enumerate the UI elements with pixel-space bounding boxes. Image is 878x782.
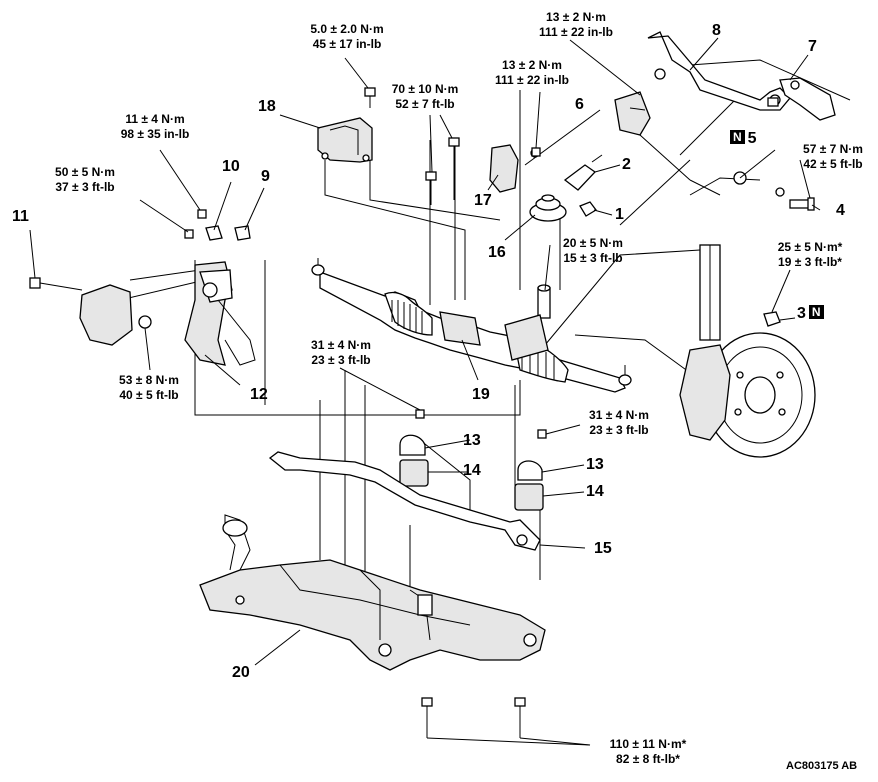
part-number-6: 6	[575, 96, 584, 113]
part-3-nut	[763, 311, 781, 327]
torque-metric: 57 ± 7 N·m	[803, 142, 863, 156]
part-number-13-right: 13	[586, 456, 604, 473]
part-5-link	[689, 171, 785, 197]
part-number-18: 18	[258, 98, 276, 115]
torque-imperial: 111 ± 22 in-lb	[539, 25, 613, 39]
bolt-18	[364, 87, 376, 108]
torque-imperial: 98 ± 35 in-lb	[120, 127, 190, 141]
torque-label-mount-bolt: 50 ± 5 N·m 37 ± 3 ft-lb	[40, 165, 130, 195]
torque-imperial: 19 ± 3 ft-lb*	[778, 255, 842, 269]
torque-imperial: 15 ± 3 ft-lb	[563, 251, 623, 265]
torque-label-part-13-left: 31 ± 4 N·m 23 ± 3 ft-lb	[296, 338, 386, 368]
torque-label-crossmember-bolts: 110 ± 11 N·m* 82 ± 8 ft-lb*	[592, 737, 704, 767]
bolts-31nm	[415, 409, 547, 439]
part-14-bushing-left	[399, 459, 429, 487]
torque-imperial: 82 ± 8 ft-lb*	[616, 752, 680, 766]
part-number-11: 11	[12, 208, 29, 225]
torque-imperial: 52 ± 7 ft-lb	[395, 97, 455, 111]
part-number-8: 8	[712, 22, 721, 39]
torque-label-part-10-bolt: 11 ± 4 N·m 98 ± 35 in-lb	[110, 112, 200, 142]
torque-imperial: 40 ± 5 ft-lb	[119, 388, 179, 402]
torque-label-bolt-18: 5.0 ± 2.0 N·m 45 ± 17 in-lb	[302, 22, 392, 52]
part-20-crossmember	[199, 514, 546, 671]
long-bolts-19	[425, 137, 460, 205]
part-1-nut	[579, 201, 597, 217]
part-18-bracket	[317, 117, 373, 163]
part-number-20: 20	[232, 664, 250, 681]
part-number-16: 16	[488, 244, 506, 261]
part-12-mount	[184, 261, 256, 366]
torque-label-part-6-bolt: 13 ± 2 N·m 111 ± 22 in-lb	[526, 10, 626, 40]
part-number-3: 3	[797, 305, 806, 322]
torque-metric: 31 ± 4 N·m	[311, 338, 371, 352]
part-number-12: 12	[250, 386, 268, 403]
part-2-joint	[563, 154, 603, 191]
part-number-9: 9	[261, 168, 270, 185]
part-16-boot	[529, 194, 567, 222]
part-19-steering-rack	[311, 258, 632, 393]
label-leaders	[29, 37, 821, 746]
torque-label-part-13-right: 31 ± 4 N·m 23 ± 3 ft-lb	[574, 408, 664, 438]
torque-imperial: 45 ± 17 in-lb	[312, 37, 382, 51]
crossmember-bolts	[421, 697, 526, 738]
torque-imperial: 23 ± 3 ft-lb	[589, 423, 649, 437]
torque-label-part-1: 20 ± 5 N·m 15 ± 3 ft-lb	[548, 236, 638, 266]
torque-label-part-17-bolt: 13 ± 2 N·m 111 ± 22 in-lb	[482, 58, 582, 88]
part-number-14-right: 14	[586, 483, 604, 500]
torque-metric: 50 ± 5 N·m	[55, 165, 115, 179]
torque-metric: 13 ± 2 N·m	[502, 58, 562, 72]
torque-metric: 70 ± 10 N·m	[391, 82, 459, 96]
part-number-10: 10	[222, 158, 240, 175]
part-4-bolt	[789, 197, 815, 211]
part-number-13-left: 13	[463, 432, 481, 449]
torque-metric: 25 ± 5 N·m*	[777, 240, 843, 254]
part-13-clamp-left	[399, 434, 426, 456]
part-6-bracket	[614, 91, 721, 196]
left-bracket	[79, 284, 152, 346]
part-number-1: 1	[615, 206, 624, 223]
torque-label-part-4: 57 ± 7 N·m 42 ± 5 ft-lb	[788, 142, 878, 172]
torque-metric: 53 ± 8 N·m	[119, 373, 179, 387]
torque-label-rack-bolts: 70 ± 10 N·m 52 ± 7 ft-lb	[380, 82, 470, 112]
part-number-5: 5	[747, 130, 757, 147]
part-number-19: 19	[472, 386, 490, 403]
part-13-clamp-right	[517, 460, 543, 481]
torque-label-part-3: 25 ± 5 N·m* 19 ± 3 ft-lb*	[760, 240, 860, 270]
part-number-7: 7	[808, 38, 817, 55]
knuckle-brake-assembly	[679, 244, 816, 458]
part-7-bushing	[779, 77, 836, 121]
torque-imperial: 37 ± 3 ft-lb	[55, 180, 115, 194]
replace-marker-badge: N	[730, 130, 745, 144]
part-number-2: 2	[622, 156, 631, 173]
torque-imperial: 111 ± 22 in-lb	[495, 73, 569, 87]
part-number-14-left: 14	[463, 462, 481, 479]
torque-metric: 13 ± 2 N·m	[546, 10, 606, 24]
torque-metric: 31 ± 4 N·m	[589, 408, 649, 422]
torque-metric: 20 ± 5 N·m	[563, 236, 623, 250]
part-number-17: 17	[474, 192, 492, 209]
part-number-15: 15	[594, 540, 612, 557]
document-id: AC803175 AB	[786, 760, 858, 772]
torque-imperial: 42 ± 5 ft-lb	[803, 157, 863, 171]
part-11-bolt	[29, 277, 83, 291]
torque-imperial: 23 ± 3 ft-lb	[311, 353, 371, 367]
replace-marker-badge: N	[808, 305, 824, 319]
alignment-lines	[119, 59, 851, 620]
torque-metric: 110 ± 11 N·m*	[609, 737, 687, 751]
torque-metric: 5.0 ± 2.0 N·m	[310, 22, 384, 36]
parts-9-10	[184, 209, 251, 241]
part-number-4: 4	[836, 202, 845, 219]
torque-metric: 11 ± 4 N·m	[125, 112, 185, 126]
part-15-stabilizer-bar	[268, 451, 541, 551]
torque-label-bracket-nut: 53 ± 8 N·m 40 ± 5 ft-lb	[104, 373, 194, 403]
part-14-bushing-right	[514, 483, 544, 511]
